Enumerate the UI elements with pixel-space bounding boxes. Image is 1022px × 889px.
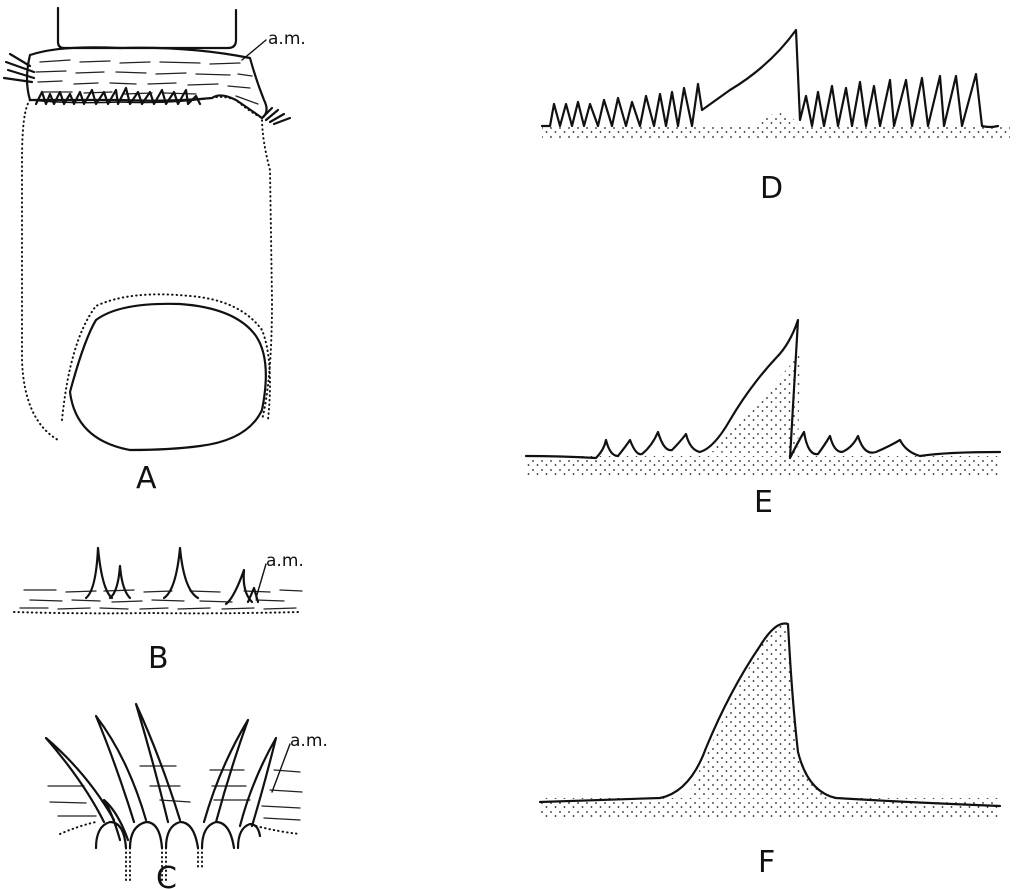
panel-a-body-outline (22, 97, 272, 440)
panel-e-letter: E (754, 485, 773, 520)
panel-c: C a.m. (46, 704, 328, 889)
panel-b: B a.m. (14, 548, 304, 676)
panel-a-apical-membrane (27, 47, 267, 118)
panel-a-am-label: a.m. (268, 29, 306, 49)
panel-a-basal-opening (70, 304, 266, 450)
panel-c-cuticle (60, 822, 300, 834)
panel-d-letter: D (760, 171, 783, 206)
panel-a-leader-line (242, 40, 266, 60)
panel-c-letter: C (156, 861, 177, 889)
panel-a-spines (4, 54, 290, 124)
panel-b-spines (86, 548, 258, 604)
panel-f-stipple (540, 625, 1000, 818)
panel-a: A a.m. (4, 8, 306, 496)
panel-d: D (542, 30, 1010, 206)
panel-a-letter: A (136, 461, 157, 496)
panel-c-leader-line (272, 744, 290, 792)
panel-b-cuticle (14, 612, 300, 613)
panel-d-surface (542, 30, 998, 127)
panel-c-membrane-hatching (48, 766, 302, 820)
panel-c-am-label: a.m. (290, 731, 328, 751)
panel-c-papillae (96, 822, 260, 882)
panel-e: E (526, 320, 1000, 520)
panel-c-spines (46, 704, 276, 840)
panel-a-basal-rim (62, 294, 270, 420)
panel-b-letter: B (148, 641, 169, 676)
panel-b-am-label: a.m. (266, 551, 304, 571)
panel-b-leader-line (256, 564, 266, 598)
panel-f-letter: F (758, 845, 775, 880)
panel-a-neck (58, 8, 236, 48)
panel-b-membrane-hatching (20, 590, 302, 609)
panel-f: F (540, 623, 1000, 880)
